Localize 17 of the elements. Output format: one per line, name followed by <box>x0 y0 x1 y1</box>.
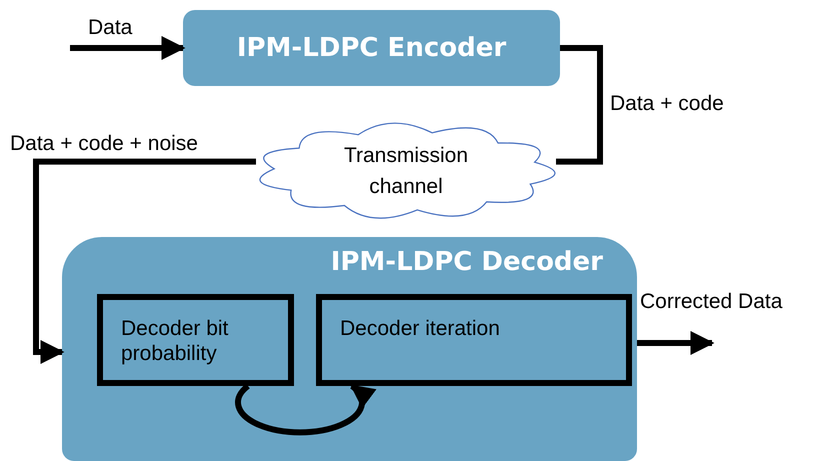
loop-arrow <box>235 384 376 436</box>
process-box <box>97 294 294 386</box>
edge-label: Corrected Data <box>640 290 782 314</box>
arrow <box>33 158 256 364</box>
arrow <box>70 36 186 60</box>
edge-label: Data + code + noise <box>10 132 198 156</box>
box-label: Decoder bit probability <box>120 316 230 366</box>
edge-label: Data <box>88 16 132 40</box>
panel-title: IPM-LDPC Decoder <box>330 247 603 277</box>
edge-label: Data + code <box>610 92 724 116</box>
box-label: Decoder iteration <box>339 316 501 342</box>
arrow <box>637 331 714 355</box>
process-box <box>316 294 632 386</box>
box-label: IPM-LDPC Encoder <box>236 33 506 63</box>
process-box <box>183 10 560 86</box>
process-panel <box>62 237 637 461</box>
box-label: Transmission channel <box>342 142 470 200</box>
